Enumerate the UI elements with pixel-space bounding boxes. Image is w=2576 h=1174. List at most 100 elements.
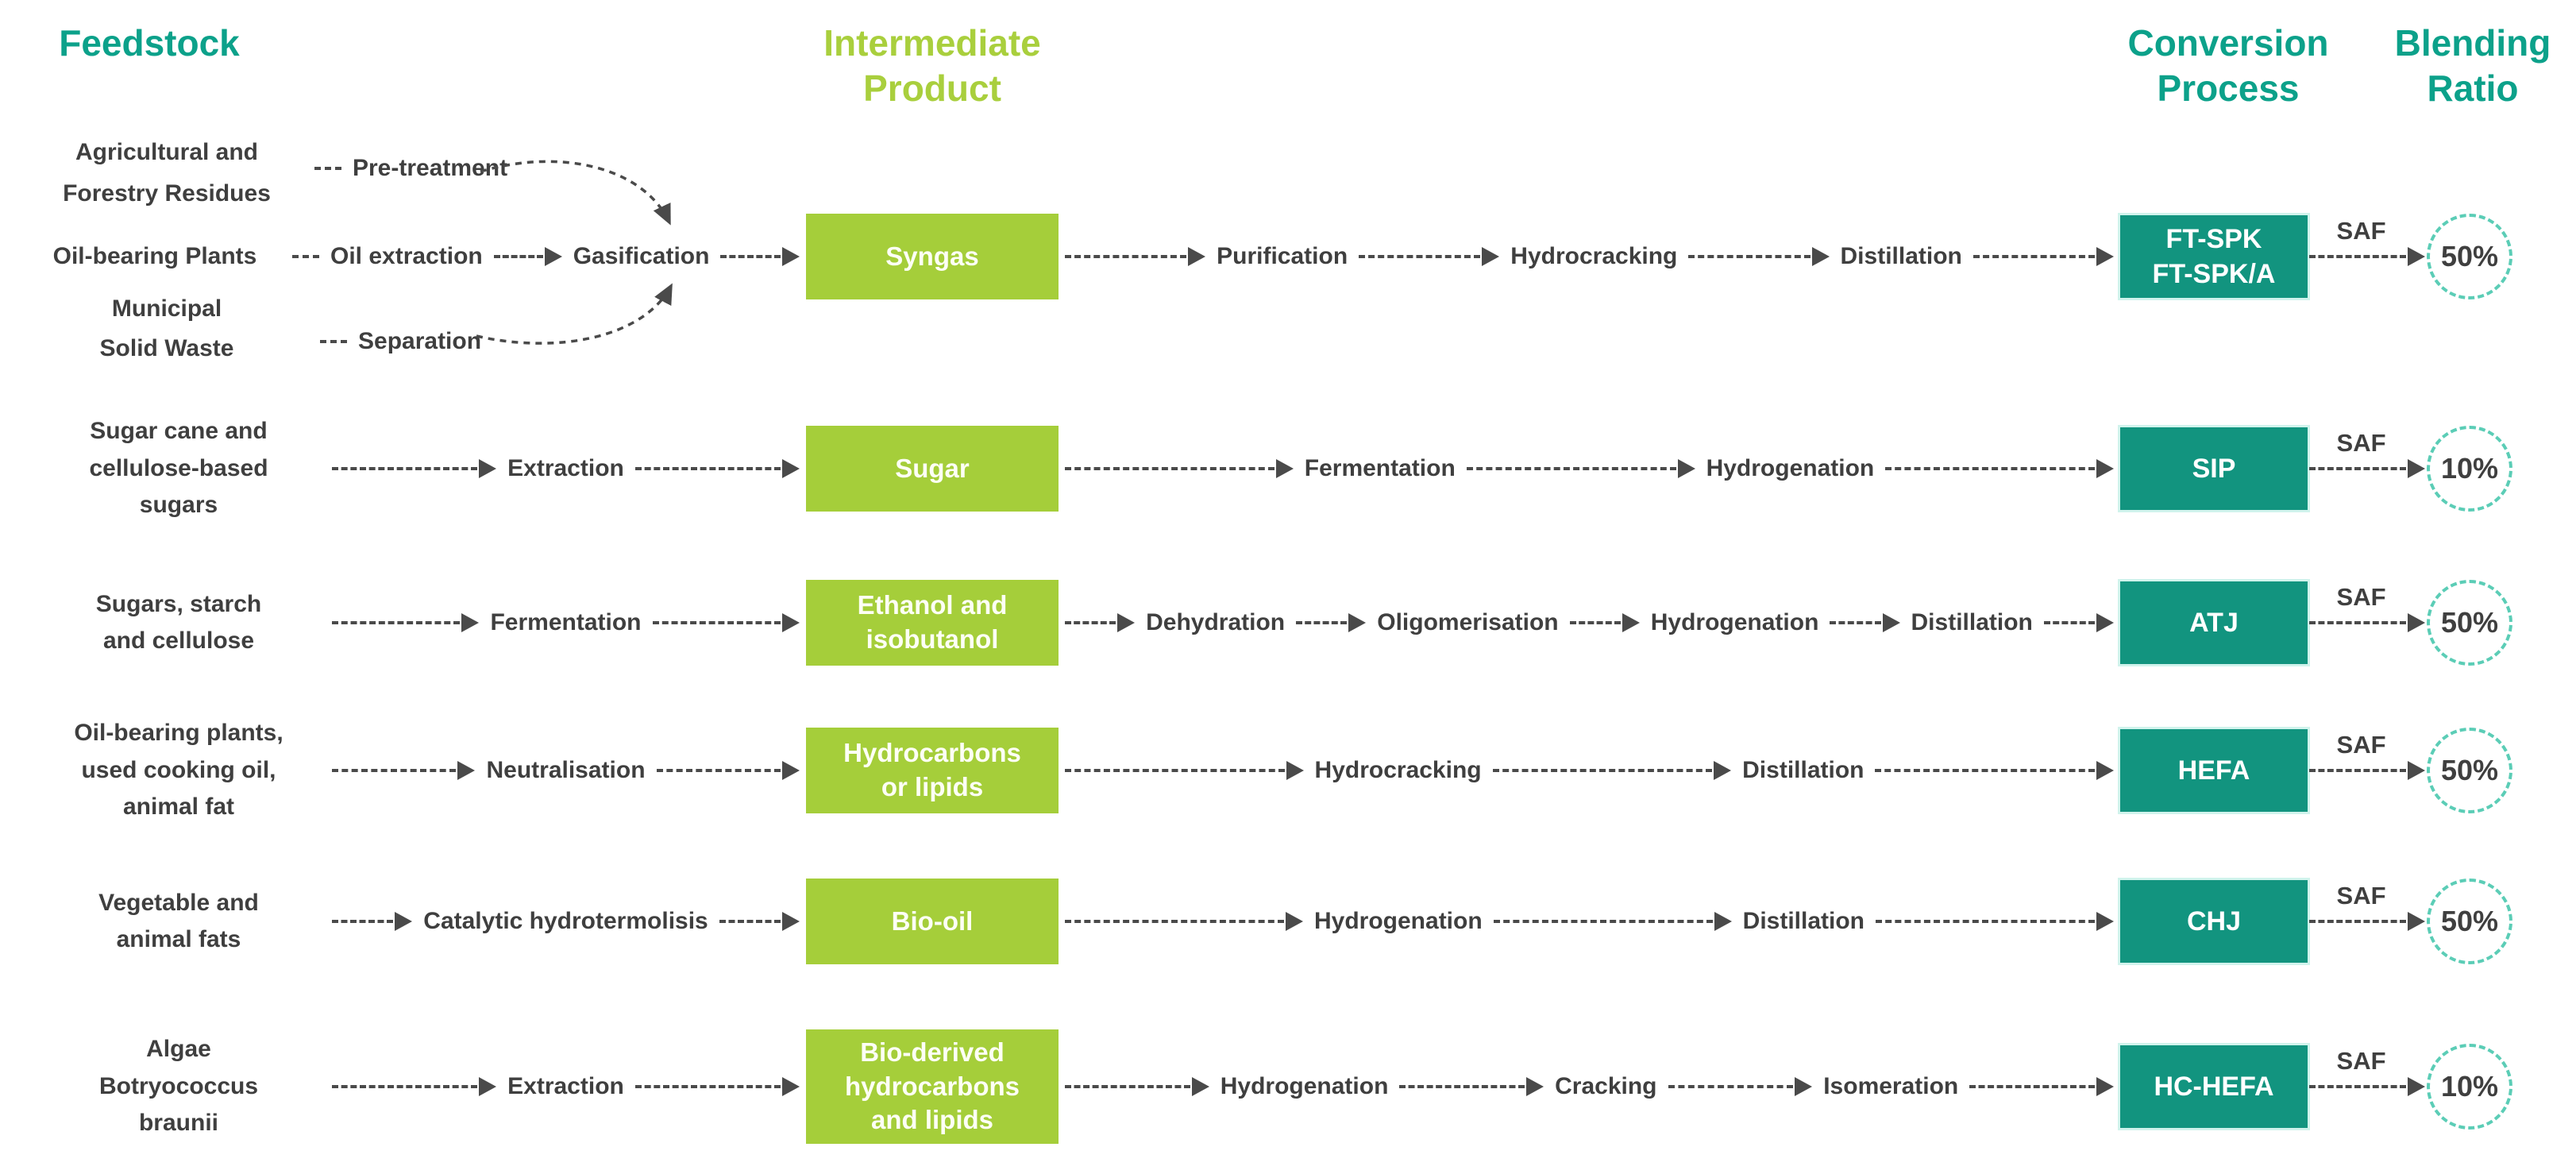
step-label: Separation xyxy=(358,328,482,354)
arrow-head-icon xyxy=(479,1077,497,1096)
step-label: Oligomerisation xyxy=(1377,609,1559,635)
flow-arrow xyxy=(1967,247,2120,266)
intermediate-product-box: Bio-oil xyxy=(806,879,1059,964)
blending-ratio-circle: 50% xyxy=(2427,879,2512,964)
flow-arrow xyxy=(1059,613,1141,632)
arrow-line xyxy=(1668,1085,1794,1088)
flow-arrow xyxy=(2308,459,2427,478)
arrow-head-icon xyxy=(782,1077,800,1096)
intermediate-product-line: Sugar xyxy=(895,453,970,483)
saf-label: SAF xyxy=(2336,882,2386,909)
flow-arrow xyxy=(1290,613,1372,632)
arrow-head-icon xyxy=(395,912,413,931)
dash-connector xyxy=(314,167,341,170)
flow-arrow xyxy=(1682,247,1835,266)
feedstock-line: Sugar cane and xyxy=(90,418,268,445)
arrow-line xyxy=(1065,255,1187,258)
feedstock-line: Forestry Residues xyxy=(63,180,271,207)
feedstock-label: Oil-bearing plants,used cooking oil,anim… xyxy=(32,715,326,826)
intermediate-product-line: or lipids xyxy=(881,772,984,801)
saf-arrow-segment: SAF xyxy=(2308,427,2427,510)
conversion-process-line: FT-SPK xyxy=(2165,223,2262,254)
step-label: Hydrogenation xyxy=(1706,455,1875,481)
step-label: Hydrogenation xyxy=(1220,1073,1389,1099)
blending-ratio-circle: 50% xyxy=(2427,214,2512,299)
flow-arrow xyxy=(2308,761,2427,780)
flow-arrow xyxy=(1059,247,1212,266)
flow-arrow xyxy=(326,1077,503,1096)
arrow-line xyxy=(1296,621,1348,624)
feedstock-line: used cooking oil, xyxy=(81,756,276,783)
flow-arrow xyxy=(1059,459,1300,478)
flow-arrow xyxy=(1352,247,1506,266)
pre-step-area: Extraction xyxy=(326,455,806,482)
arrow-line xyxy=(2309,621,2406,624)
pre-step-area: Fermentation xyxy=(326,609,806,636)
flow-arrow xyxy=(713,912,806,931)
arrow-line xyxy=(1466,467,1676,470)
arrow-line xyxy=(1969,1085,2095,1088)
arrow-line xyxy=(634,1085,781,1088)
feedstock-line: sugars xyxy=(139,492,218,519)
saf-arrow-segment: SAF xyxy=(2308,880,2427,963)
conversion-process-line: FT-SPK/A xyxy=(2152,259,2276,289)
flow-arrow xyxy=(1963,1077,2120,1096)
feedstock-line: Algae xyxy=(146,1036,211,1063)
arrow-line xyxy=(1065,621,1116,624)
feedstock-line: Vegetable and xyxy=(98,889,259,916)
arrow-line xyxy=(2309,920,2406,923)
step-label: Distillation xyxy=(1742,757,1865,783)
arrow-head-icon xyxy=(1117,613,1136,632)
saf-label: SAF xyxy=(2336,731,2386,759)
step-label: Extraction xyxy=(507,1073,624,1099)
flow-arrow xyxy=(1879,459,2120,478)
saf-arrow-segment: SAF xyxy=(2308,581,2427,664)
feedstock-line: Solid Waste xyxy=(99,335,234,361)
feedstock-line: Oil-bearing plants, xyxy=(74,720,283,747)
blending-ratio-circle: 50% xyxy=(2427,728,2512,813)
arrow-line xyxy=(1493,920,1713,923)
arrow-line xyxy=(1065,769,1285,772)
flow-arrow xyxy=(1487,912,1738,931)
arrow-head-icon xyxy=(1482,247,1500,266)
arrow-head-icon xyxy=(2408,761,2425,780)
conversion-process-line: HC-HEFA xyxy=(2154,1071,2274,1102)
arrow-head-icon xyxy=(1622,613,1640,632)
blending-ratio-circle: 10% xyxy=(2427,426,2512,512)
intermediate-product-line: and lipids xyxy=(870,1105,993,1135)
arrow-head-icon xyxy=(2408,1077,2425,1096)
step-label: Hydrogenation xyxy=(1650,609,1819,635)
arrow-head-icon xyxy=(461,613,480,632)
intermediate-product-line: Syngas xyxy=(885,241,979,271)
flow-arrow xyxy=(326,613,485,632)
arrow-line xyxy=(1492,769,1713,772)
flow-arrow xyxy=(2038,613,2120,632)
arrow-line xyxy=(332,769,457,772)
step-label: Dehydration xyxy=(1146,609,1286,635)
arrow-head-icon xyxy=(1795,1077,1813,1096)
arrow-head-icon xyxy=(2096,912,2115,931)
pre-step-area: Extraction xyxy=(326,1073,806,1100)
intermediate-product-line: Bio-oil xyxy=(891,906,974,936)
arrow-head-icon xyxy=(1526,1077,1544,1096)
arrow-line xyxy=(1885,467,2095,470)
arrow-head-icon xyxy=(1714,912,1732,931)
arrow-head-icon xyxy=(1188,247,1206,266)
flow-arrow xyxy=(326,459,503,478)
conversion-process-line: ATJ xyxy=(2189,607,2239,638)
intermediate-product-line: isobutanol xyxy=(866,624,999,654)
arrow-head-icon xyxy=(1286,912,1303,931)
step-label: Isomeration xyxy=(1823,1073,1959,1099)
column-header-feedstock: Feedstock xyxy=(59,22,240,64)
arrow-head-icon xyxy=(2096,1077,2114,1096)
flow-arrow xyxy=(2308,1077,2427,1096)
arrow-head-icon xyxy=(1882,613,1900,632)
